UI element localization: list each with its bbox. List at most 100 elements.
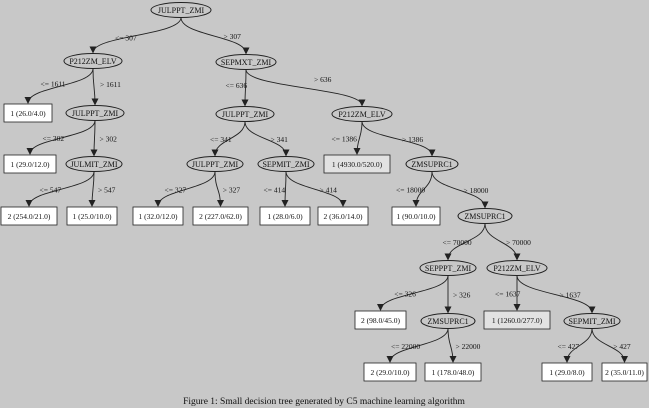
edge-line <box>91 68 99 106</box>
tree-edge: <= 341 <box>210 121 246 157</box>
tree-edge: <= 307 <box>89 17 182 54</box>
tree-edge: <= 302 <box>26 120 96 155</box>
tree-leaf: 1 (26.0/4.0) <box>3 103 53 123</box>
leaf-label: 1 (90.0/10.0) <box>397 212 436 221</box>
tree-leaf: 2 (98.0/45.0) <box>354 310 407 330</box>
tree-edge: <= 1637 <box>495 275 521 311</box>
edge-label: <= 326 <box>394 289 416 298</box>
tree-node: JULMIT_ZMI <box>65 156 123 172</box>
edge-label: > 327 <box>223 185 241 194</box>
node-label: P212ZM_ELV <box>338 110 385 119</box>
edge-label: > 70000 <box>506 238 531 247</box>
edge-line <box>563 328 593 363</box>
node-ellipse <box>420 313 476 329</box>
node-ellipse <box>63 53 123 69</box>
leaf-label: 1 (28.0/6.0) <box>267 212 303 221</box>
leaf-label: 2 (35.0/11.0) <box>605 368 644 377</box>
node-ellipse <box>215 106 275 122</box>
tree-edge: <= 1386 <box>332 121 363 155</box>
edge-label: > 22000 <box>456 342 481 351</box>
edge-label: > 414 <box>320 185 338 194</box>
node-ellipse <box>563 313 621 329</box>
tree-leaf: 2 (227.0/62.0) <box>192 206 249 226</box>
tree-edge: <= 427 <box>558 328 593 363</box>
tree-edge: > 327 <box>214 171 241 207</box>
edge-line <box>431 171 489 209</box>
tree-edge: > 547 <box>88 171 116 207</box>
tree-edge: <= 326 <box>377 275 449 311</box>
tree-edge: <= 70000 <box>443 223 486 261</box>
tree-edge: > 341 <box>244 121 290 157</box>
edge-label: > 636 <box>314 75 332 84</box>
tree-node: SEPMIT_ZMI <box>257 156 315 172</box>
tree-node: JULPPT_ZMI <box>150 2 212 18</box>
node-label: P212ZM_ELV <box>69 57 116 66</box>
leaf-label: 1 (1260.0/277.0) <box>492 316 543 325</box>
edge-label: <= 1637 <box>495 289 521 298</box>
edge-line <box>281 171 289 207</box>
edge-line <box>88 171 96 207</box>
tree-leaf: 1 (29.0/8.0) <box>541 362 593 382</box>
node-label: P212ZM_ELV <box>493 264 540 273</box>
edge-label: <= 307 <box>115 34 137 43</box>
tree-edge: <= 414 <box>264 171 289 207</box>
tree-edge: <= 1611 <box>24 68 94 104</box>
tree-edge: <= 18000 <box>396 171 433 207</box>
leaf-box <box>424 362 482 382</box>
leaf-label: 1 (32.0/12.0) <box>139 212 178 221</box>
edge-label: <= 414 <box>264 185 286 194</box>
edge-label: <= 18000 <box>396 185 425 194</box>
tree-edge: > 414 <box>285 171 347 207</box>
node-label: ZMSUPRC1 <box>427 317 468 326</box>
tree-node: ZMSUPRC1 <box>420 313 476 329</box>
node-label: ZMSUPRC1 <box>464 212 505 221</box>
edge-line <box>386 328 449 363</box>
leaf-box <box>192 206 249 226</box>
node-label: SEPPPT_ZMI <box>425 264 472 273</box>
tree-leaf: 1 (28.0/6.0) <box>259 206 311 226</box>
node-label: JULPPT_ZMI <box>158 6 205 15</box>
tree-edge: > 22000 <box>447 328 481 363</box>
tree-edge: <= 547 <box>25 171 95 207</box>
node-ellipse <box>419 260 477 276</box>
tree-edge: > 1637 <box>516 275 596 314</box>
leaf-label: 2 (227.0/62.0) <box>199 212 242 221</box>
edge-line <box>25 171 95 207</box>
edge-line <box>591 328 628 363</box>
node-label: SEPMXT_ZMI <box>221 58 272 67</box>
edge-line <box>26 120 96 155</box>
leaf-box <box>132 206 184 226</box>
edge-line <box>447 328 457 363</box>
edge-label: > 18000 <box>464 186 489 195</box>
leaves-layer: 1 (26.0/4.0) 1 (29.0/12.0) 2 (254.0/21.0) 1… <box>0 103 648 382</box>
node-label: JULPPT_ZMI <box>222 110 269 119</box>
edge-line <box>361 121 436 157</box>
edge-line <box>377 275 449 311</box>
edge-line <box>90 120 98 157</box>
nodes-layer: JULPPT_ZMI P212ZM_ELV SEPMXT_ZMI JULPPT_ZMI… <box>63 2 621 329</box>
edge-line <box>244 121 290 157</box>
leaf-label: 1 (26.0/4.0) <box>10 109 46 118</box>
leaf-box <box>66 206 118 226</box>
edge-line <box>214 171 224 207</box>
leaf-box <box>483 310 551 330</box>
leaf-label: 1 (4930.0/520.0) <box>332 160 383 169</box>
edge-label: > 1637 <box>560 291 581 300</box>
tree-node: SEPMIT_ZMI <box>563 313 621 329</box>
leaf-box <box>391 206 441 226</box>
edge-line <box>211 121 246 157</box>
edge-label: <= 22000 <box>391 342 420 351</box>
leaf-label: 2 (254.0/21.0) <box>8 212 51 221</box>
leaf-label: 2 (98.0/45.0) <box>361 316 400 325</box>
tree-leaf: 2 (254.0/21.0) <box>0 206 58 226</box>
tree-leaf: 1 (29.0/12.0) <box>3 154 57 174</box>
tree-node: JULPPT_ZMI <box>186 156 244 172</box>
node-ellipse <box>150 2 212 18</box>
edge-line <box>285 171 347 207</box>
edge-line <box>516 275 596 314</box>
leaf-box <box>259 206 311 226</box>
edges-layer: <= 307> 307<= 1611> 1611<= 302> 302<= 54… <box>24 17 631 363</box>
node-ellipse <box>486 260 548 276</box>
edge-line <box>180 17 250 55</box>
edge-line <box>412 171 433 207</box>
